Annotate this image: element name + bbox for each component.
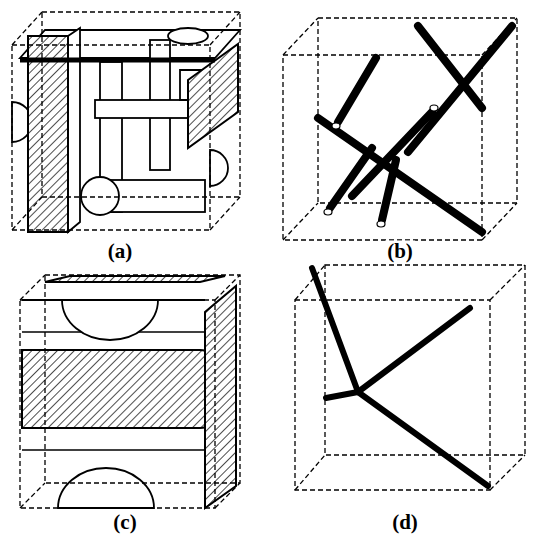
fibre <box>330 148 372 208</box>
tetrapod-arm <box>358 308 470 392</box>
cube-b <box>283 18 517 240</box>
cylinder-end <box>81 177 119 215</box>
fibre <box>382 160 396 220</box>
cube-c <box>20 275 240 508</box>
cube-d <box>295 265 525 490</box>
figure-label: (b) <box>385 241 415 262</box>
half-cylinder <box>58 468 154 508</box>
figure-label: (d) <box>390 512 420 533</box>
fibre-end <box>324 209 332 215</box>
cylinder-end <box>168 28 208 44</box>
cube-a <box>12 12 240 232</box>
half-cylinder <box>210 150 228 186</box>
fibre-end <box>377 221 385 227</box>
tetrapod-arm <box>358 392 488 486</box>
fibre-end <box>332 123 340 129</box>
tetrapod-arm <box>326 392 358 398</box>
hatched-plate <box>22 350 212 428</box>
hatched-plate <box>205 286 236 508</box>
hatched-plate <box>28 36 68 232</box>
plate-edge <box>20 58 215 63</box>
hatched-plate <box>45 276 225 282</box>
fibre <box>408 26 512 152</box>
fibre <box>318 118 482 232</box>
half-cylinder <box>62 300 158 340</box>
tetrapod-arm <box>312 268 358 392</box>
figure-label: (a) <box>106 241 135 262</box>
figure-label: (c) <box>111 512 138 533</box>
fibre-end <box>430 105 438 111</box>
fibre <box>338 58 376 122</box>
